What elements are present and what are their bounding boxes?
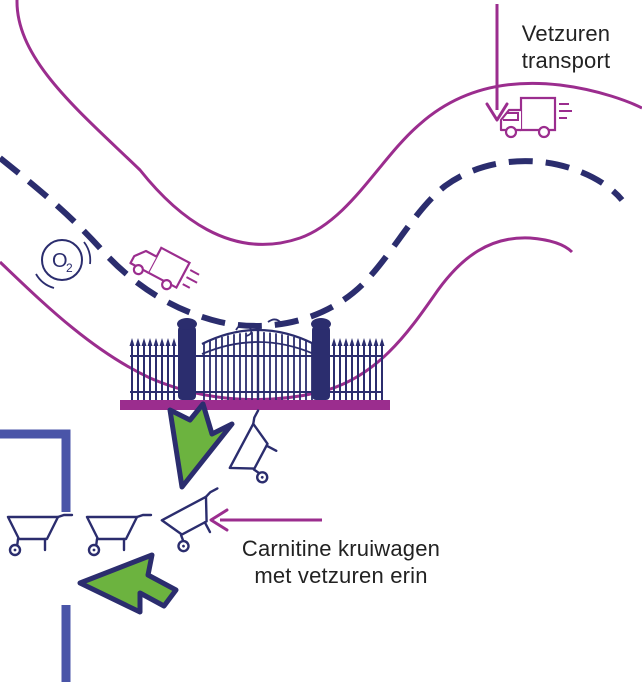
outer-membrane-top	[15, 0, 642, 246]
wheelbarrow-icon-left	[6, 513, 74, 557]
fence-spike	[373, 338, 379, 346]
transport-arrow-head	[485, 102, 509, 122]
gate-ornament	[267, 318, 283, 325]
fence-spike	[171, 338, 177, 346]
delivery-truck-icon	[499, 96, 572, 139]
fence-spike	[379, 338, 385, 346]
gate-base	[120, 400, 390, 410]
gate-pillar-left	[178, 326, 196, 400]
outer-membrane-bottom	[0, 236, 574, 402]
fence-spike	[367, 338, 373, 346]
fence-spike	[141, 338, 147, 346]
transport-label: Vetzuren transport	[494, 20, 638, 74]
fence-spike	[135, 338, 141, 346]
oxygen-symbol: O	[52, 250, 68, 272]
gate-pillar-right	[312, 326, 330, 400]
fence-spike	[343, 338, 349, 346]
fence-spike	[349, 338, 355, 346]
dashed-transport-path	[0, 155, 625, 329]
fence-spike	[129, 338, 135, 346]
fence-spike	[331, 338, 337, 346]
transport-label-line2: transport	[521, 48, 611, 73]
gate-icon	[120, 318, 390, 410]
fence-spike	[337, 338, 343, 346]
fence-spike	[165, 338, 171, 346]
inner-wall-top	[0, 429, 71, 512]
wheelbarrow-label: Carnitine kruiwagen met vetzuren erin	[212, 535, 470, 589]
transport-label-line1: Vetzuren	[521, 21, 611, 46]
wheelbarrow-label-line2: met vetzuren erin	[254, 563, 428, 588]
fence-spike	[159, 338, 165, 346]
delivery-truck-icon-tilted	[129, 246, 200, 291]
fence-spike	[153, 338, 159, 346]
green-arrow-left	[77, 552, 179, 615]
wheelbarrow-label-line1: Carnitine kruiwagen	[241, 536, 441, 561]
label-pointer-head	[209, 508, 229, 532]
gate-pillar-left-cap	[177, 318, 197, 330]
gate-ornament	[235, 323, 253, 337]
green-arrow-down	[167, 401, 235, 490]
gate-pillar-right-cap	[311, 318, 331, 330]
oxygen-subscript: 2	[66, 261, 73, 275]
oxygen-icon: O 2	[35, 239, 92, 289]
fence-spike	[355, 338, 361, 346]
wheelbarrow-icon-vertical	[226, 409, 295, 488]
wheelbarrow-icon-middle	[85, 513, 153, 557]
fence-spike	[147, 338, 153, 346]
fence-spike	[361, 338, 367, 346]
